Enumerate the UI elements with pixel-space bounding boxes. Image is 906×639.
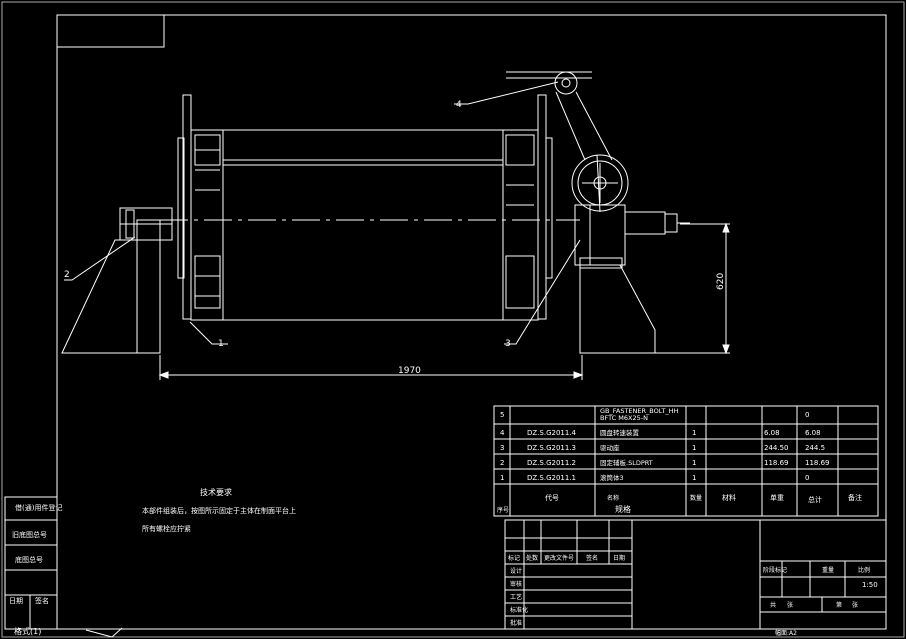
tb-sheet-total-unit: 张: [787, 601, 793, 609]
callout-leaders: [64, 81, 581, 345]
notes-title: 技术要求: [200, 487, 232, 497]
bom-cell-name: 滚筒体3: [600, 473, 624, 482]
inner-frame: [56, 14, 887, 630]
dim-620: 620: [716, 273, 726, 290]
bom-cell-unit_mass: 244.50: [764, 444, 789, 452]
bom-cell-code: DZ.S.G2011.4: [527, 429, 577, 437]
tb-weight: 重量: [822, 566, 834, 574]
notes-line-2: 所有螺栓应拧紧: [142, 524, 191, 533]
tb-sheet-no-unit: 张: [852, 601, 858, 609]
tb-review: 审核: [510, 580, 522, 588]
callout-2: 2: [64, 270, 70, 280]
tb-scale: 1:50: [862, 581, 878, 589]
strip-label-1: 借(通)用件登记: [15, 503, 62, 512]
callout-4: 4: [456, 100, 462, 110]
rotary-wheel: [506, 71, 629, 213]
tb-design: 设计: [510, 567, 522, 575]
tb-changefile: 更改文件号: [544, 554, 574, 562]
bom-cell-no: 1: [500, 474, 504, 482]
callout-3: 3: [505, 339, 511, 349]
strip-label-4: 日期: [9, 597, 23, 605]
tb-mark: 标记: [508, 554, 520, 562]
tb-process: 工艺: [510, 593, 522, 601]
bom-cell-qty: 1: [692, 444, 696, 452]
strip-label-2: 旧底图总号: [12, 530, 47, 539]
bom-cell-code: DZ.S.G2011.3: [527, 444, 576, 452]
bom-cell-unit_mass: 6.08: [764, 429, 780, 437]
bom-cell-total_mass: 244.5: [805, 444, 825, 452]
bom-header-qty: 数量: [690, 494, 702, 502]
bom-cell-no: 4: [500, 429, 505, 437]
bom-header-name: 名称: [607, 494, 619, 502]
bom-cell-no: 2: [500, 459, 504, 467]
bom-header-remark: 备注: [848, 493, 862, 502]
bom-cell-total_mass: 118.69: [805, 459, 830, 467]
bom-cell-no: 3: [500, 444, 504, 452]
bom-table: [493, 405, 879, 517]
bom-header-unit-mass: 单重: [770, 493, 784, 502]
bom-cell-name: BFTC M6X25-N: [600, 414, 648, 422]
bom-header-code: 代号: [545, 493, 559, 502]
right-support: [574, 204, 690, 354]
bom-cell-code: DZ.S.G2011.2: [527, 459, 576, 467]
bom-cell-total_mass: 6.08: [805, 429, 821, 437]
tb-ratio: 比例: [858, 566, 870, 574]
bom-cell-qty: 1: [692, 429, 696, 437]
bom-cell-qty: 1: [692, 474, 696, 482]
side-strip: 借(通)用件登记 旧底图总号 底图总号 日期 签名: [4, 496, 62, 630]
bom-cell-no: 5: [500, 411, 504, 419]
bom-header-material: 材料: [722, 493, 736, 502]
bom-cell-name: GB_FASTENER_BOLT_HH: [600, 407, 679, 415]
tb-stage: 阶段标记: [763, 566, 787, 574]
tb-count: 处数: [526, 554, 538, 562]
bom-cell-name: 固定辅板.SLDPRT: [600, 458, 653, 467]
title-block: [504, 519, 887, 630]
notes-line-1: 本部件组装后，按图所示固定于主体在制面平台上: [142, 506, 296, 515]
bom-cell-name: 驱动座: [600, 443, 620, 452]
bom-cell-unit_mass: 118.69: [764, 459, 789, 467]
tb-sheet-total: 共: [770, 601, 776, 609]
bom-cell-qty: 1: [692, 459, 696, 467]
left-flange: [177, 94, 224, 321]
bom-cell-name: 圆盘转速装置: [600, 428, 640, 437]
format-mark: [85, 627, 123, 638]
drum-body: [160, 129, 580, 321]
tb-date: 日期: [613, 554, 625, 562]
bom-header-spec: 规格: [615, 504, 631, 514]
dimension-height: 620: [655, 222, 730, 355]
bom-cell-total_mass: 0: [805, 474, 809, 482]
tb-format: 幅面:A2: [775, 629, 797, 637]
strip-label-5: 签名: [35, 596, 49, 605]
dim-1970: 1970: [398, 366, 421, 376]
bom-cell-total_mass: 0: [805, 411, 809, 419]
bom-cell-code: DZ.S.G2011.1: [527, 474, 576, 482]
tb-approve: 批准: [510, 619, 522, 627]
tb-sheet-no: 第: [836, 601, 842, 609]
bom-header-no: 序号: [497, 506, 509, 514]
tb-sign: 签名: [586, 554, 598, 562]
format-label: 格式(1): [14, 626, 41, 636]
left-support: [61, 207, 173, 354]
tb-standard: 标准化: [510, 606, 528, 614]
corner-box: [56, 14, 165, 48]
strip-label-3: 底图总号: [15, 555, 43, 564]
bom-header-total-mass: 总计: [808, 495, 822, 504]
dimension-width: 1970: [158, 355, 584, 380]
callout-1: 1: [218, 339, 224, 349]
right-flange: [502, 94, 553, 321]
